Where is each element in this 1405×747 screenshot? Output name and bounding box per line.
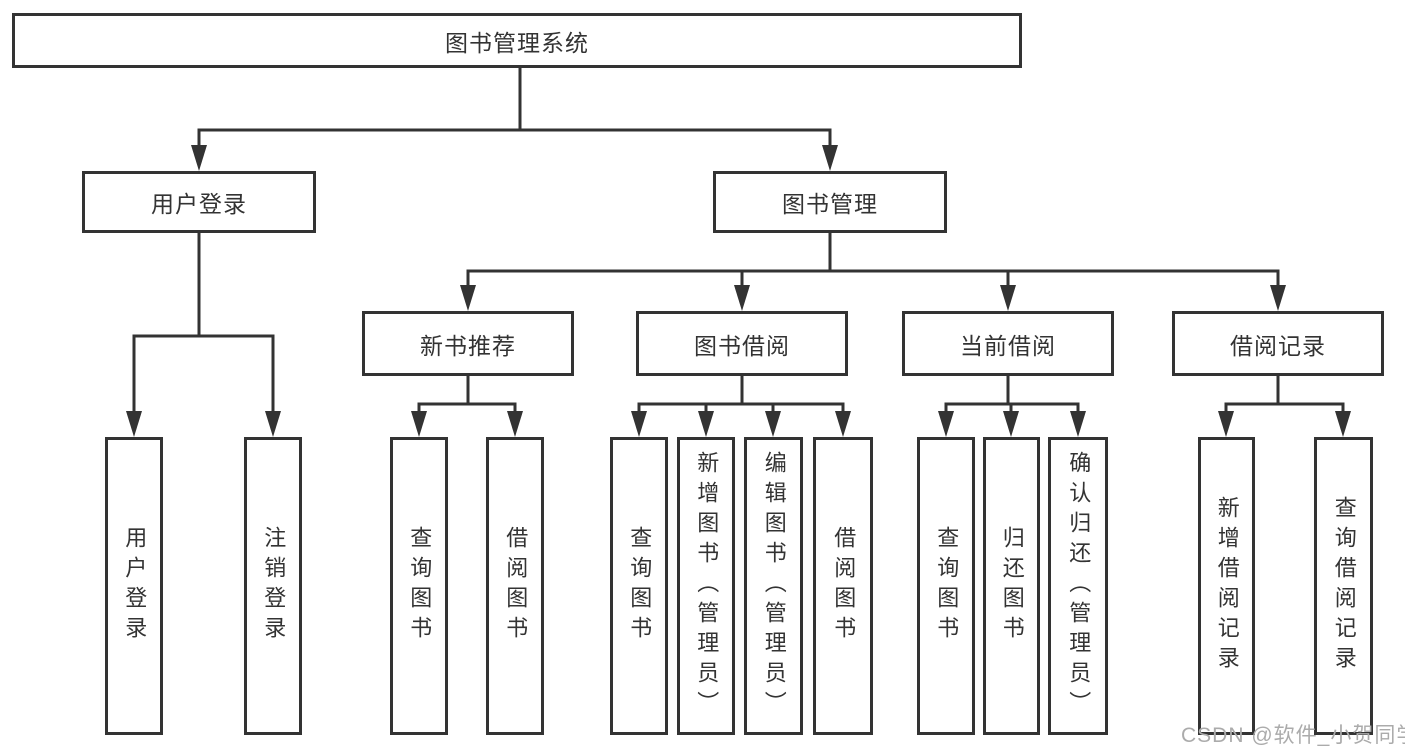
connector-root [197,68,832,156]
node-label: 新增图书（管理员） [694,451,720,721]
arrowhead [1335,411,1351,437]
node-label: 借阅记录 [1230,332,1326,359]
node-label: 用户登录 [151,191,247,217]
arrowhead [507,411,523,437]
connector-current-borrowing [944,376,1080,423]
arrowhead [265,411,281,437]
arrowhead [734,285,750,311]
leaf-query-books-current: 查询图书 [917,437,975,735]
node-book-borrowing: 图书借阅 [636,311,848,376]
connector-new-book [417,376,517,423]
arrowheads-level3 [460,285,1286,311]
leaf-add-borrow-record: 新增借阅记录 [1198,437,1255,735]
leaf-confirm-return-admin: 确认归还（管理员） [1048,437,1108,735]
node-label: 查询借阅记录 [1331,496,1357,676]
arrowhead [938,411,954,437]
leaf-user-login: 用户登录 [105,437,163,735]
arrowhead [765,411,781,437]
node-book-management: 图书管理 [713,171,947,233]
leaf-add-books-admin: 新增图书（管理员） [677,437,735,735]
leaf-query-books-borrowing: 查询图书 [610,437,668,735]
node-label: 归还图书 [999,526,1025,646]
leaf-query-borrow-record: 查询借阅记录 [1314,437,1373,735]
arrowheads-new-book [411,411,523,437]
arrowhead [631,411,647,437]
node-label: 编辑图书（管理员） [761,451,787,721]
node-label: 当前借阅 [960,332,1056,359]
arrowheads-user-login [126,411,281,437]
arrowhead [1000,285,1016,311]
node-borrowing-records: 借阅记录 [1172,311,1384,376]
node-label: 图书借阅 [694,332,790,359]
leaf-edit-books-admin: 编辑图书（管理员） [744,437,803,735]
node-label: 新增借阅记录 [1214,496,1240,676]
node-label: 查询图书 [407,526,433,646]
arrowhead [1270,285,1286,311]
arrowheads-level2 [191,145,838,171]
arrowhead [1003,411,1019,437]
leaf-return-books: 归还图书 [983,437,1040,735]
arrowhead [698,411,714,437]
leaf-borrow-books: 借阅图书 [813,437,873,735]
node-label: 查询图书 [934,526,960,646]
node-label: 图书管理 [782,191,878,217]
connector-borrowing-records [1224,376,1345,423]
csdn-watermark: CSDN @软件_小贺同学 [1181,724,1405,747]
arrowheads-current-borrowing [938,411,1086,437]
arrowheads-book-borrowing [631,411,851,437]
node-label: 注销登录 [261,526,287,646]
arrowhead [126,411,142,437]
node-current-borrowing: 当前借阅 [902,311,1114,376]
leaf-borrow-books-recommend: 借阅图书 [486,437,544,735]
arrowhead [460,285,476,311]
arrowhead [411,411,427,437]
arrowhead [822,145,838,171]
node-user-login: 用户登录 [82,171,316,233]
arrowhead [1070,411,1086,437]
arrowhead [835,411,851,437]
node-label: 查询图书 [627,526,653,646]
node-label: 借阅图书 [503,526,529,646]
leaf-logout: 注销登录 [244,437,302,735]
node-label: 确认归还（管理员） [1066,451,1092,721]
connector-book-management [466,233,1280,297]
connector-book-borrowing [637,376,845,423]
arrowhead [191,145,207,171]
arrowheads-borrowing-records [1218,411,1351,437]
node-label: 图书管理系统 [445,29,589,56]
node-label: 用户登录 [122,526,148,646]
node-library-system: 图书管理系统 [12,13,1022,68]
node-label: 新书推荐 [420,332,516,359]
leaf-query-books-recommend: 查询图书 [390,437,448,735]
node-new-book-recommendation: 新书推荐 [362,311,574,376]
arrowhead [1218,411,1234,437]
node-label: 借阅图书 [831,526,857,646]
connector-user-login [132,233,275,422]
